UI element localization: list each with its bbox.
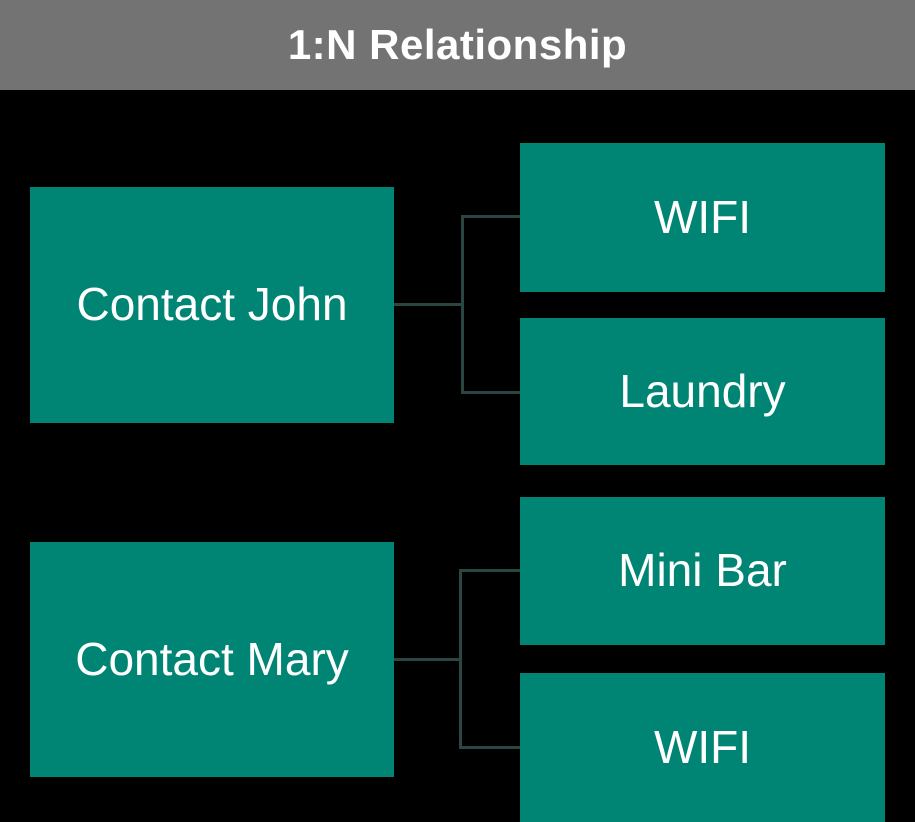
node-label: Mini Bar [618, 544, 787, 597]
connector-line [459, 569, 462, 749]
node-label: Contact Mary [75, 632, 349, 685]
connector-line [459, 569, 520, 572]
node-mini-bar: Mini Bar [520, 497, 885, 645]
node-laundry: Laundry [520, 318, 885, 465]
node-wifi-bottom: WIFI [520, 673, 885, 822]
node-label: WIFI [653, 720, 752, 773]
node-contact-john: Contact John [30, 187, 394, 423]
node-wifi-top: WIFI [520, 143, 885, 292]
page-title: 1:N Relationship [287, 21, 628, 68]
connector-line [461, 215, 520, 218]
connector-line [461, 215, 464, 394]
connector-line [461, 391, 520, 394]
title-banner: 1:N Relationship [0, 0, 915, 90]
connector-line [459, 746, 520, 749]
node-contact-mary: Contact Mary [30, 542, 394, 777]
node-label: Laundry [619, 364, 786, 417]
node-label: WIFI [653, 190, 752, 243]
connector-line [394, 303, 463, 306]
node-label: Contact John [76, 278, 348, 331]
connector-line [394, 658, 461, 661]
